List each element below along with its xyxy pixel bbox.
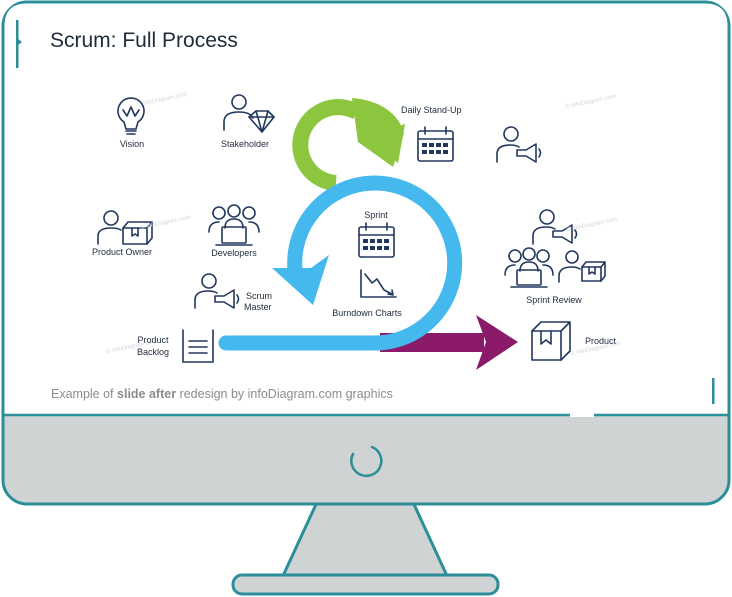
monitor-stand [279, 498, 451, 580]
product-backlog-label-line1: Product [137, 335, 169, 345]
product-backlog-icon [182, 329, 214, 363]
stakeholder-label: Stakeholder [220, 139, 270, 149]
sprint-review-label: Sprint Review [526, 295, 582, 305]
caption-prefix: Example of [51, 387, 118, 401]
caption-suffix: redesign by infoDiagram.com graphics [176, 387, 393, 401]
product-owner-label: Product Owner [91, 247, 153, 257]
scrum-master-label-line2: Master [244, 302, 272, 312]
product-owner-icon [97, 210, 153, 245]
product-box-icon [531, 321, 571, 361]
monitor-screen [4, 3, 728, 415]
sprint-calendar-icon [358, 222, 395, 258]
sprint-review-icon [504, 209, 606, 288]
slide-title: Scrum: Full Process [50, 29, 238, 52]
stakeholder-icon [223, 94, 275, 133]
burndown-charts-label: Burndown Charts [332, 308, 402, 318]
slide-caption: Example of slide after redesign by infoD… [51, 387, 393, 401]
vision-label: Vision [119, 139, 145, 149]
product-backlog-label-line2: Backlog [136, 347, 170, 357]
scrum-master-icon [194, 273, 240, 309]
sprint-loop-arrow [218, 175, 463, 351]
burndown-chart-icon [360, 269, 397, 298]
daily-standup-label: Daily Stand-Up [401, 105, 462, 115]
monitor-stand-base [231, 573, 500, 596]
developers-label: Developers [211, 248, 257, 258]
slide-corner-bar [712, 378, 715, 404]
developers-icon [208, 204, 260, 246]
sprint-label: Sprint [364, 210, 388, 220]
scrum-master-label-line1: Scrum [246, 291, 273, 301]
lightbulb-icon [117, 97, 145, 135]
caption-bold: slide after [117, 387, 177, 401]
megaphone-person-icon [496, 126, 542, 163]
calendar-icon [417, 126, 454, 162]
daily-standup-loop-arrow [292, 98, 405, 191]
power-button-icon [350, 445, 383, 478]
product-label: Product [585, 336, 617, 346]
